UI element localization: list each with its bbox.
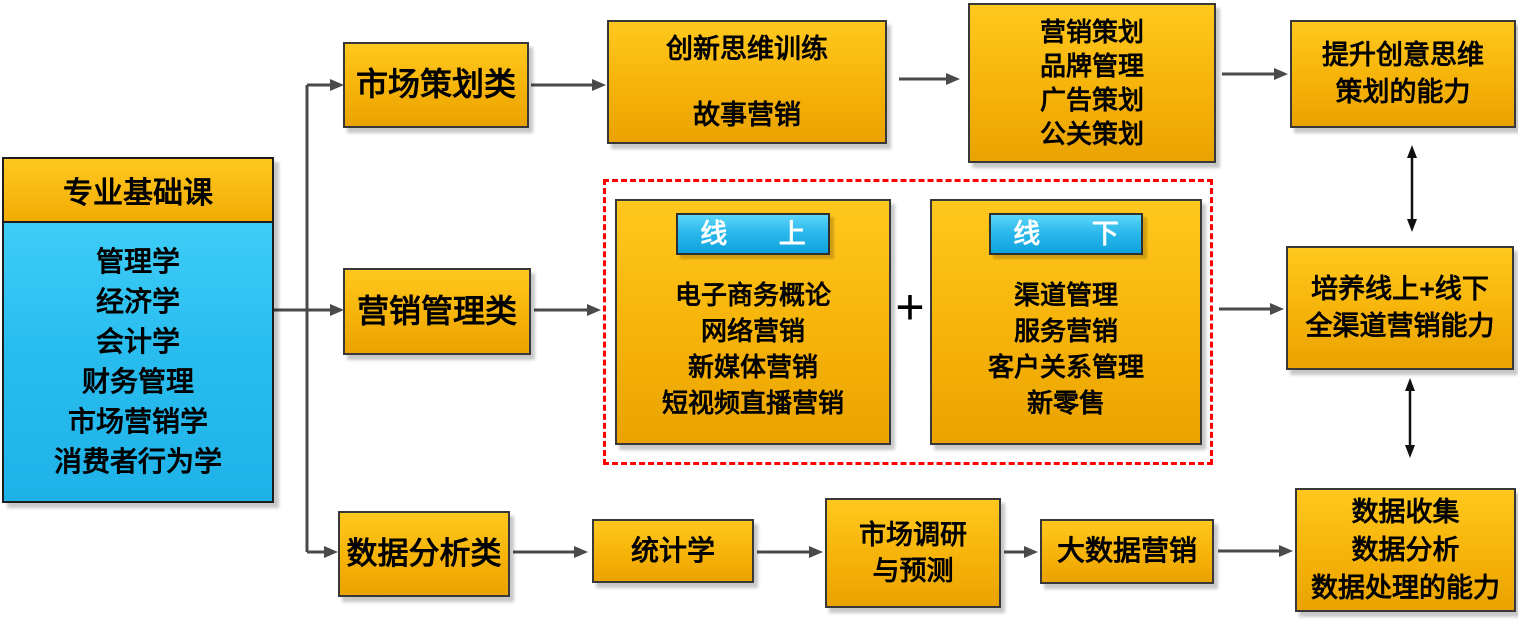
offline-course-item: 渠道管理	[1013, 280, 1118, 310]
online-courses-box: 线 上 电子商务概论 网络营销 新媒体营销 短视频直播营销	[615, 199, 891, 445]
planning-outcome-item: 广告策划	[1039, 85, 1144, 115]
online-course-list: 电子商务概论 网络营销 新媒体营销 短视频直播营销	[662, 277, 844, 421]
offline-course-item: 客户关系管理	[987, 352, 1144, 382]
ability-line: 培养线上+线下	[1311, 274, 1489, 304]
base-course-item: 管理学	[95, 246, 180, 277]
offline-course-item: 新零售	[1026, 388, 1105, 418]
training-course-line: 故事营销	[693, 100, 801, 130]
online-offline-dashed-group	[603, 179, 1213, 465]
planning-outcome-item: 公关策划	[1039, 119, 1144, 149]
training-courses-box: 创新思维训练 故事营销	[607, 20, 887, 144]
base-course-list: 管理学 经济学 会计学 财务管理 市场营销学 消费者行为学	[4, 223, 272, 501]
online-course-item: 新媒体营销	[687, 352, 818, 382]
base-course-item: 消费者行为学	[53, 446, 222, 477]
market-research-box: 市场调研 与预测	[825, 498, 1001, 608]
base-course-box: 专业基础课 管理学 经济学 会计学 财务管理 市场营销学 消费者行为学	[2, 157, 274, 503]
category-box-planning: 市场策划类	[343, 42, 529, 128]
ability-line: 数据收集	[1351, 497, 1460, 527]
online-course-item: 网络营销	[700, 316, 805, 346]
category-box-marketing: 营销管理类	[343, 268, 531, 355]
category-box-data: 数据分析类	[338, 511, 510, 597]
ability-box-omnichannel: 培养线上+线下 全渠道营销能力	[1286, 246, 1514, 370]
ability-line: 策划的能力	[1335, 77, 1471, 107]
statistics-box: 统计学	[592, 519, 754, 583]
online-course-item: 电子商务概论	[674, 280, 831, 310]
bigdata-marketing-box: 大数据营销	[1040, 519, 1214, 584]
offline-courses-box: 线 下 渠道管理 服务营销 客户关系管理 新零售	[930, 199, 1202, 445]
offline-header-badge: 线 下	[989, 213, 1143, 255]
ability-line: 提升创意思维	[1322, 40, 1484, 70]
ability-box-creative: 提升创意思维 策划的能力	[1290, 20, 1516, 128]
base-course-item: 财务管理	[81, 366, 194, 397]
offline-course-list: 渠道管理 服务营销 客户关系管理 新零售	[988, 277, 1144, 421]
planning-outcome-item: 品牌管理	[1039, 51, 1144, 81]
planning-outcome-item: 营销策划	[1039, 17, 1144, 47]
ability-line: 数据处理的能力	[1311, 573, 1500, 603]
base-course-item: 会计学	[95, 326, 180, 357]
market-research-line: 与预测	[872, 556, 954, 586]
online-course-item: 短视频直播营销	[661, 388, 844, 418]
ability-line: 数据分析	[1351, 535, 1460, 565]
training-course-line: 创新思维训练	[666, 34, 828, 64]
base-course-item: 经济学	[95, 286, 180, 317]
offline-course-item: 服务营销	[1013, 316, 1118, 346]
market-research-line: 市场调研	[859, 520, 967, 550]
ability-line: 全渠道营销能力	[1305, 311, 1495, 341]
plus-sign: +	[895, 279, 925, 335]
planning-outcome-box: 营销策划 品牌管理 广告策划 公关策划	[968, 3, 1216, 163]
online-header-badge: 线 上	[676, 213, 830, 255]
base-course-item: 市场营销学	[67, 406, 208, 437]
ability-box-data: 数据收集 数据分析 数据处理的能力	[1295, 488, 1516, 612]
base-course-title: 专业基础课	[4, 159, 272, 223]
